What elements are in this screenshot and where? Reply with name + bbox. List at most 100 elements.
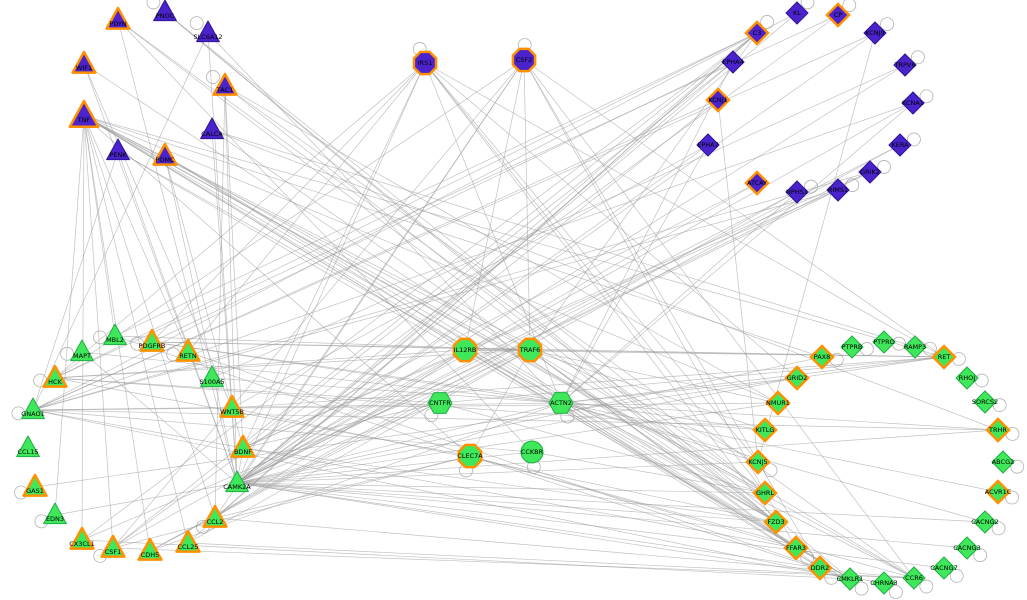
- node-NPHS1[interactable]: [785, 180, 809, 204]
- node-CCL2[interactable]: [202, 504, 228, 528]
- node-CACNG2[interactable]: [973, 510, 997, 534]
- edge-WIF1-WNT5B: [83, 63, 233, 409]
- node-MBL2[interactable]: [103, 323, 127, 346]
- node-ACTN2[interactable]: [548, 392, 574, 414]
- node-TRPV6[interactable]: [893, 53, 917, 77]
- self-loop-GRIK2: [877, 160, 892, 174]
- edge-GRIK2-GNAO1: [32, 171, 871, 411]
- edge-CLEC7A-HCK: [54, 377, 471, 457]
- node-PDYN[interactable]: [105, 6, 131, 30]
- node-CHRNA3[interactable]: [872, 571, 896, 595]
- node-CCKBR[interactable]: [520, 440, 544, 464]
- node-PNOC[interactable]: [153, 0, 177, 22]
- node-TNF[interactable]: [68, 99, 100, 129]
- edge-TRAF6-FFAR3: [529, 349, 797, 549]
- edge-C3-CAMK2A: [236, 32, 758, 484]
- edge-MAPT-CAMK2A: [81, 351, 238, 484]
- node-KCNJ1[interactable]: [705, 87, 731, 113]
- edge-SLC6A12-GNAO1: [32, 32, 209, 411]
- node-CSF2[interactable]: [511, 47, 537, 73]
- edge-IRS1-FZD3: [424, 62, 777, 523]
- node-FFAR3[interactable]: [783, 535, 809, 561]
- node-KITLG[interactable]: [752, 417, 778, 443]
- edge-IL12RB-CCL2: [214, 349, 466, 519]
- node-GHRL[interactable]: [752, 480, 778, 506]
- node-C3[interactable]: [744, 20, 770, 46]
- node-SORCS2[interactable]: [973, 390, 997, 414]
- node-PTPRB[interactable]: [840, 335, 864, 359]
- edge-CNTFR-CAMK2A: [236, 402, 441, 484]
- node-PTPRO[interactable]: [872, 330, 896, 354]
- node-MAPT[interactable]: [70, 339, 94, 362]
- self-loop-CMKLR1: [854, 581, 869, 596]
- node-TRHR[interactable]: [985, 417, 1011, 443]
- node-RAMP3[interactable]: [903, 335, 927, 359]
- node-CLEC7A[interactable]: [457, 443, 483, 469]
- node-CDH5[interactable]: [137, 537, 163, 561]
- node-CACNG3[interactable]: [955, 536, 979, 560]
- node-CP[interactable]: [825, 2, 851, 28]
- node-IL12RB[interactable]: [452, 337, 478, 363]
- node-CCL15[interactable]: [16, 435, 40, 458]
- node-FZD3[interactable]: [763, 509, 789, 535]
- node-SLC6A12[interactable]: [196, 20, 220, 43]
- node-PDGFRB[interactable]: [139, 328, 165, 352]
- node-CCL25[interactable]: [175, 529, 201, 553]
- edge-CAMK2A-FZD3: [236, 482, 777, 523]
- node-CAMK2A[interactable]: [225, 470, 249, 493]
- node-WIF1[interactable]: [71, 50, 97, 74]
- self-loop-CHRNA3: [889, 585, 903, 599]
- nodes-layer: [16, 0, 1015, 595]
- edge-IRS1-HCK: [54, 62, 426, 379]
- node-RET[interactable]: [931, 344, 957, 370]
- node-CCR6[interactable]: [902, 566, 926, 590]
- edge-TNF-CX3CL1: [81, 115, 85, 541]
- node-RETN[interactable]: [175, 338, 201, 362]
- node-GAS1[interactable]: [22, 473, 48, 497]
- node-TRAF6[interactable]: [517, 337, 543, 363]
- node-KERA[interactable]: [888, 133, 912, 157]
- node-KL[interactable]: [785, 1, 809, 25]
- node-EDN3[interactable]: [43, 502, 67, 525]
- node-TAC1[interactable]: [212, 72, 238, 96]
- node-BDNF[interactable]: [230, 434, 256, 458]
- node-EPHA4[interactable]: [721, 50, 745, 74]
- node-IRS1[interactable]: [412, 50, 438, 76]
- node-ATCAY[interactable]: [744, 170, 770, 196]
- node-CX3CL1[interactable]: [69, 526, 95, 550]
- node-ABCG2[interactable]: [991, 450, 1015, 474]
- node-CALCA[interactable]: [200, 117, 224, 140]
- self-loop-PNOC: [146, 0, 161, 10]
- node-KCNJ5[interactable]: [745, 449, 771, 475]
- node-KCNA1[interactable]: [901, 91, 925, 115]
- node-GRIK2[interactable]: [858, 160, 882, 184]
- edge-ACTN2-RET: [560, 356, 945, 404]
- edge-IL12RB-HCK: [54, 349, 466, 379]
- node-WNT5B[interactable]: [219, 394, 245, 418]
- node-NMUR1[interactable]: [765, 390, 791, 416]
- node-HCK[interactable]: [42, 364, 68, 388]
- self-loop-MBL2: [93, 330, 107, 345]
- node-S100A5[interactable]: [200, 365, 224, 388]
- edge-ATCAY-CAMK2A: [236, 182, 758, 484]
- edge-ACTN2-GRID2: [560, 377, 798, 404]
- node-RHOJ[interactable]: [955, 366, 979, 390]
- node-CMKLR1[interactable]: [838, 567, 862, 591]
- node-RIMS1[interactable]: [826, 178, 850, 202]
- edge-CCKBR-GNAO1: [32, 409, 533, 453]
- edge-CAMK2A-KCNJ5: [236, 461, 759, 484]
- node-KCNJ9[interactable]: [863, 21, 887, 45]
- node-DDR2[interactable]: [807, 555, 833, 581]
- node-GRID2[interactable]: [784, 365, 810, 391]
- node-PAX8[interactable]: [809, 344, 835, 370]
- node-EPHA7[interactable]: [696, 133, 720, 157]
- node-CNTFR[interactable]: [427, 392, 453, 414]
- node-ACVR1C[interactable]: [985, 479, 1011, 505]
- edge-EPHA4-ACTN2: [560, 61, 734, 404]
- node-CSF1[interactable]: [100, 534, 126, 558]
- node-POMC[interactable]: [152, 142, 178, 166]
- node-CACNG7[interactable]: [932, 556, 956, 580]
- node-PENK[interactable]: [106, 138, 130, 161]
- node-GNAO1[interactable]: [21, 397, 45, 420]
